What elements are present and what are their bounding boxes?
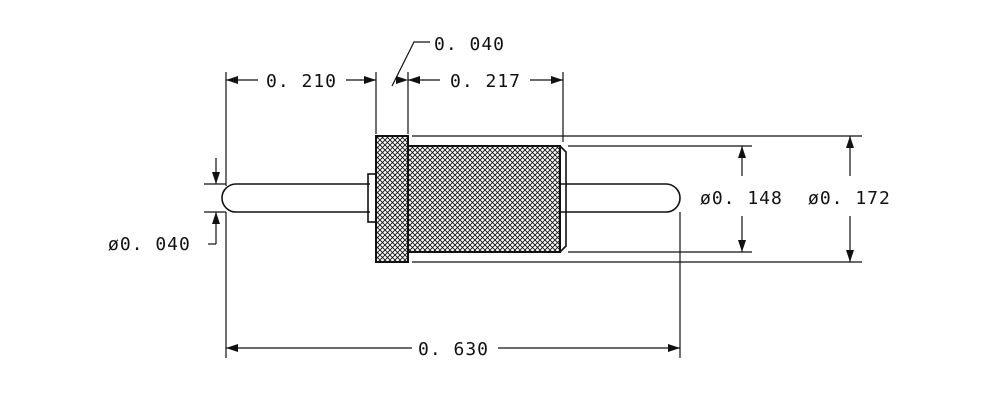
label-head-diameter: ø0. 172 (808, 188, 891, 209)
body-chamfer (559, 145, 567, 253)
arrow-210-right (364, 76, 376, 84)
label-shoulder-thickness: 0. 040 (434, 34, 505, 55)
arrow-630-left (226, 344, 238, 352)
arrow-pin-bottom (212, 212, 220, 224)
extension-lines (204, 72, 862, 358)
arrow-pin-top (212, 172, 220, 184)
head-shoulder (375, 135, 409, 263)
part-outline (221, 135, 681, 263)
arrow-172-bottom (846, 250, 854, 262)
arrow-210-left (226, 76, 238, 84)
knurled-body (407, 145, 561, 253)
label-knurl-diameter: ø0. 148 (700, 188, 783, 209)
left-collar (367, 173, 377, 223)
left-pin (221, 183, 370, 213)
arrow-148-bottom (738, 240, 746, 252)
label-left-pin-length: 0. 210 (266, 71, 337, 92)
dimension-lines (208, 41, 854, 352)
label-right-section-length: 0. 217 (450, 71, 521, 92)
label-pin-diameter: ø0. 040 (108, 234, 191, 255)
arrow-217-right (551, 76, 563, 84)
arrow-172-top (846, 136, 854, 148)
label-overall-length: 0. 630 (418, 339, 489, 360)
arrow-148-top (738, 146, 746, 158)
dimension-labels: 0. 040 0. 210 0. 217 0. 630 ø0. 040 ø0. … (108, 34, 891, 360)
arrow-217-left (408, 76, 420, 84)
right-pin (560, 183, 681, 213)
leader-040 (391, 41, 430, 87)
arrow-040-right (396, 76, 408, 84)
arrow-630-right (668, 344, 680, 352)
